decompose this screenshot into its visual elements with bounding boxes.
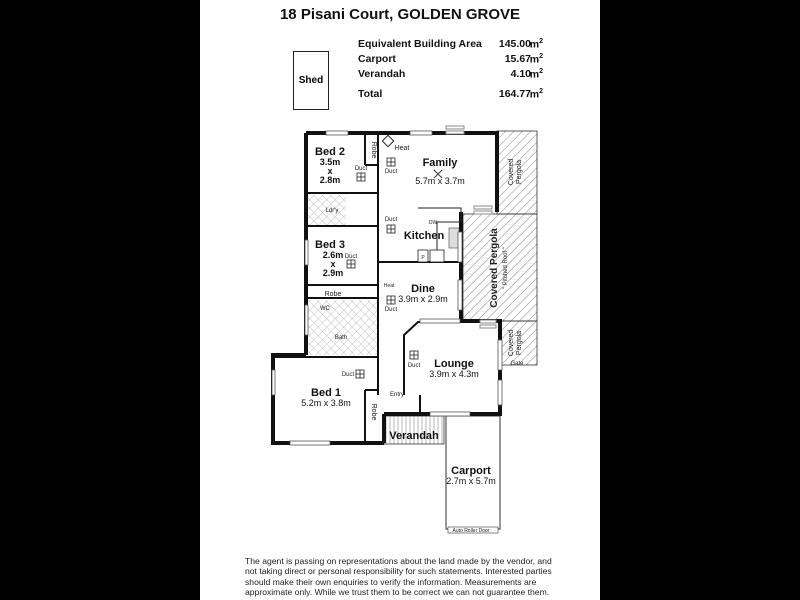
duct-label: Duct <box>385 307 398 313</box>
area-row: Carport 15.67 m2 <box>358 53 543 68</box>
bath-label: Bath <box>335 335 347 341</box>
duct-icon <box>346 259 356 269</box>
wc-label: WC <box>320 306 331 312</box>
robe-label: Robe <box>370 404 377 421</box>
carport-outline <box>445 415 501 530</box>
covered-pergola-pitched <box>462 213 538 322</box>
pergola-covered-label: Covered <box>508 159 515 186</box>
duct-icon <box>386 224 396 234</box>
pantry-label: P <box>421 255 425 261</box>
duct-label: Duct <box>385 217 398 223</box>
ceiling-fan-icon <box>433 169 443 179</box>
pergola-label: Pergola <box>516 160 523 184</box>
room-bed2-dim: 2.8m <box>320 175 341 185</box>
duct-icon <box>356 172 366 182</box>
duct-label: Duct <box>342 372 355 378</box>
area-value: 4.10 <box>510 68 531 80</box>
auto-roller-door-label: Auto Roller Door <box>453 528 490 534</box>
property-address-title: 18 Pisani Court, GOLDEN GROVE <box>279 6 521 23</box>
room-dine-dims: 3.9m x 2.9m <box>398 294 448 304</box>
room-bed2-label: Bed 2 <box>315 146 345 158</box>
room-verandah-label: Verandah <box>389 430 439 442</box>
area-row: Equivalent Building Area 145.00 m2 <box>358 38 543 53</box>
duct-icon <box>386 157 396 167</box>
room-bed3-label: Bed 3 <box>315 239 345 251</box>
covered-pergola-south <box>499 320 538 366</box>
area-row: Verandah 4.10 m2 <box>358 68 543 83</box>
room-family-label: Family <box>423 157 459 169</box>
area-unit: m2 <box>529 53 543 66</box>
area-unit: m2 <box>529 68 543 81</box>
heat-label: Heat <box>384 283 395 289</box>
area-label: Verandah <box>358 68 406 80</box>
duct-icon <box>386 295 396 305</box>
duct-label: Duct <box>408 363 421 369</box>
area-row-total: Total 164.77 m2 <box>358 88 543 103</box>
dishwasher-label: DW <box>429 220 438 226</box>
area-unit: m2 <box>529 38 543 51</box>
floor-plan-drawing: Bed 2 3.5m x 2.8m Family 5.7m x 3.7m Bed… <box>271 125 538 534</box>
room-bed1-label: Bed 1 <box>311 387 341 399</box>
area-label: Equivalent Building Area <box>358 38 482 50</box>
room-lounge-label: Lounge <box>434 358 474 370</box>
heater-icon <box>381 134 395 148</box>
laundry-floor <box>306 195 346 225</box>
disclaimer-text: The agent is passing on representations … <box>245 556 552 598</box>
duct-icon <box>409 350 419 360</box>
covered-pergola-north <box>496 130 538 215</box>
gate-label: Gate <box>510 361 524 367</box>
room-bed2-x: x <box>327 166 332 176</box>
room-bed2-dim: 3.5m <box>320 157 341 167</box>
auto-roller-door <box>447 526 499 534</box>
room-bed3-dim: 2.6m <box>323 250 344 260</box>
area-value: 164.77 <box>498 88 531 100</box>
room-bed1-dims: 5.2m x 3.8m <box>301 398 351 408</box>
laundry-label: Ldr'y <box>326 208 339 214</box>
bath-floor <box>306 300 378 355</box>
floor-plan-page: 18 Pisani Court, GOLDEN GROVE Equivalent… <box>200 0 600 600</box>
shed: Shed <box>293 51 329 110</box>
duct-label: Duct <box>345 254 358 260</box>
shed-label: Shed <box>298 75 324 86</box>
verandah-floor <box>383 415 445 445</box>
entry-label: Entry <box>390 392 404 398</box>
duct-icon <box>355 369 365 379</box>
room-carport-dims: 2.7m x 5.7m <box>446 476 496 486</box>
kitchen-sink <box>448 227 460 249</box>
pantry-box <box>417 249 429 263</box>
area-value: 15.67 <box>504 53 531 65</box>
pitched-roof-label: " Pitched Roof " <box>503 247 509 289</box>
kitchen-bench <box>418 207 462 262</box>
pergola-label: Pergola <box>516 331 523 355</box>
cooktop <box>429 249 445 263</box>
room-kitchen-label: Kitchen <box>404 230 445 242</box>
area-value: 145.00 <box>498 38 531 50</box>
robe-label: Robe <box>325 291 342 298</box>
covered-pergola-label: Covered Pergola <box>489 228 500 308</box>
area-label: Total <box>358 88 383 100</box>
room-family-dims: 5.7m x 3.7m <box>415 176 465 186</box>
room-bed3-dim: 2.9m <box>323 268 344 278</box>
heat-label: Heat <box>395 145 410 152</box>
room-lounge-dims: 3.9m x 4.3m <box>429 369 479 379</box>
room-bed3-x: x <box>330 259 335 269</box>
robe-label: Robe <box>370 142 377 159</box>
room-carport-label: Carport <box>451 465 491 477</box>
duct-label: Duct <box>355 166 368 172</box>
pergola-covered-label: Covered <box>508 330 515 357</box>
area-summary-table: Equivalent Building Area 145.00 m2 Carpo… <box>358 38 543 103</box>
area-label: Carport <box>358 53 396 65</box>
room-dine-label: Dine <box>411 283 435 295</box>
area-unit: m2 <box>529 88 543 101</box>
duct-label: Duct <box>385 169 398 175</box>
